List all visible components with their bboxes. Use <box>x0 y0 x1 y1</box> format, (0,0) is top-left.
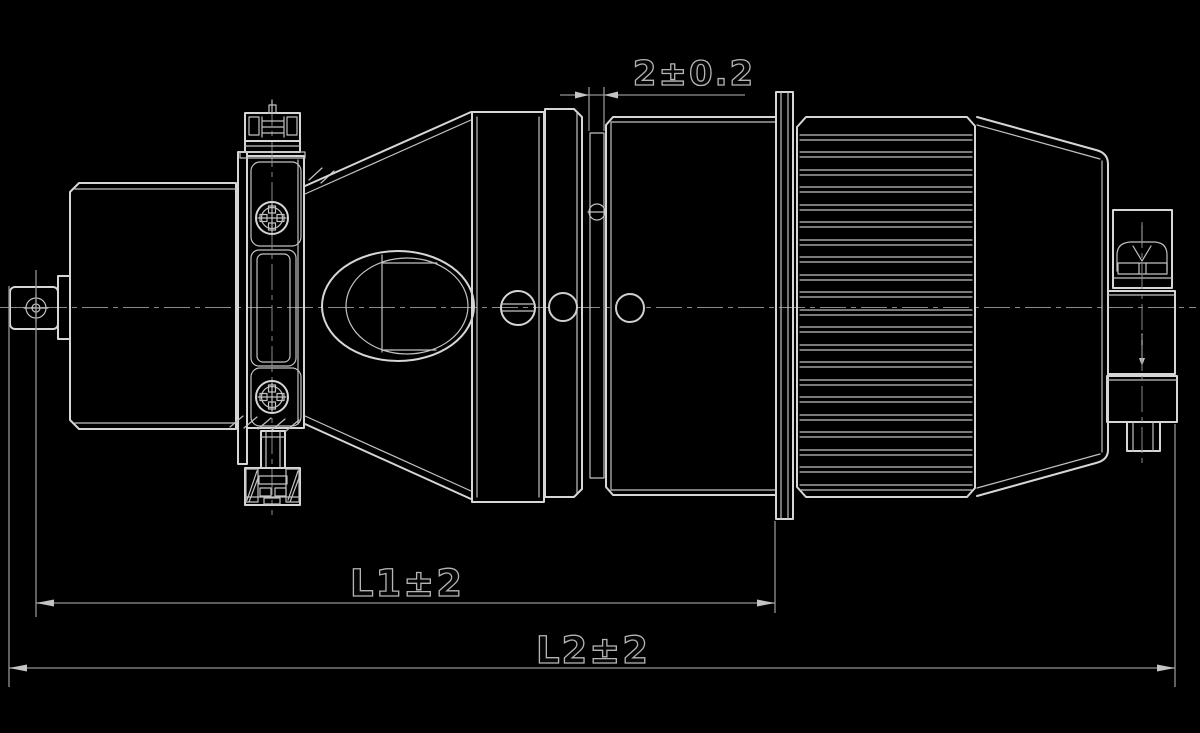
strain-relief-stack <box>1106 209 1178 468</box>
coupling-flange-ring <box>775 91 794 520</box>
dimension-label-l1: L1±2 <box>350 562 464 605</box>
dimension-label-l2: L2±2 <box>536 629 650 672</box>
mounting-flange <box>237 100 305 515</box>
dimension-l2: L2±2 <box>8 286 1176 687</box>
flange-screw-top <box>255 201 289 235</box>
locating-pin-right <box>615 293 645 323</box>
body-section-a <box>471 111 545 503</box>
terminal-block-bottom <box>244 430 301 506</box>
dimension-label-groove: 2±0.2 <box>633 54 755 94</box>
dimension-l1: L1±2 <box>35 270 776 617</box>
body-section-c <box>605 116 777 496</box>
rear-cone <box>976 116 1109 497</box>
locating-pin-left <box>548 292 578 322</box>
terminal-block-top <box>239 99 306 159</box>
groove-neck <box>587 132 607 479</box>
knurled-coupling-nut <box>796 116 976 498</box>
left-cylinder <box>69 182 237 430</box>
retaining-ring <box>544 108 583 498</box>
cable-entry-ellipse <box>321 250 475 362</box>
junction-hatch-marks <box>229 167 335 432</box>
bell-cone <box>304 111 472 500</box>
flange-screw-bottom <box>255 380 289 414</box>
dimension-groove: 2±0.2 <box>560 53 755 131</box>
